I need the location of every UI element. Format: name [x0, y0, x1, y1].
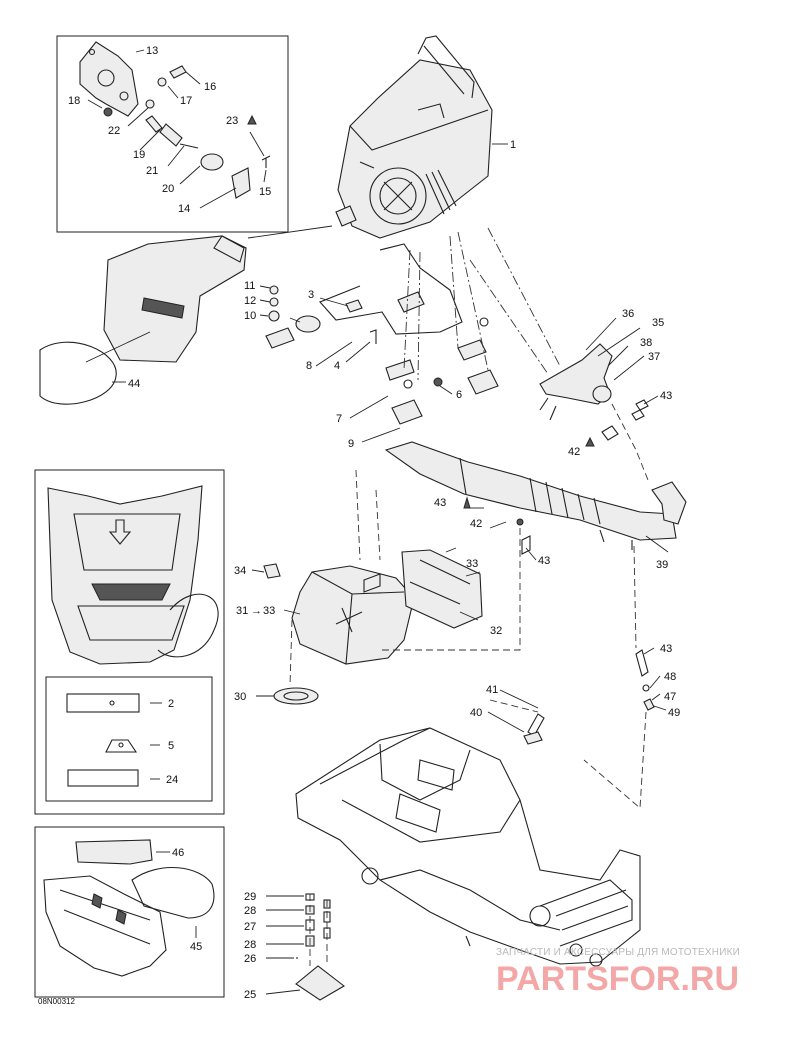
watermark-tagline: ЗАПЧАСТИ И АКСЕССУАРЫ ДЛЯ МОТОТЕХНИКИ	[496, 947, 740, 958]
exhaust-hardware	[470, 507, 667, 809]
callout-44: 44	[128, 378, 140, 390]
callout-25: 25	[244, 989, 256, 1001]
callout-49: 49	[668, 707, 680, 719]
callout-35: 35	[652, 317, 664, 329]
chassis-frame	[295, 727, 641, 967]
callout-8: 8	[306, 360, 312, 372]
callout-47: 47	[664, 691, 676, 703]
diagram-code: 08N00312	[38, 997, 75, 1006]
decal-24	[67, 769, 139, 787]
callout-5: 5	[168, 740, 174, 752]
callout-42-manifold: 42	[568, 446, 580, 458]
callout-33: 33	[466, 558, 478, 570]
callout-31-arrow: →	[251, 605, 262, 617]
callout-28-lower: 28	[244, 939, 256, 951]
exhaust-manifold	[469, 227, 659, 481]
callout-46: 46	[172, 847, 184, 859]
callout-17: 17	[180, 95, 192, 107]
callout-40: 40	[470, 707, 482, 719]
callout-21: 21	[146, 165, 158, 177]
callout-41: 41	[486, 684, 498, 696]
callout-16: 16	[204, 81, 216, 93]
callout-29: 29	[244, 891, 256, 903]
engine-mount-parts	[265, 231, 499, 443]
callout-13: 13	[146, 45, 158, 57]
callout-15: 15	[259, 186, 271, 198]
callout-43-manifold: 43	[660, 390, 672, 402]
callout-42-muffler: 42	[470, 518, 482, 530]
callout-27: 27	[244, 921, 256, 933]
callout-4: 4	[334, 360, 340, 372]
callout-28-upper: 28	[244, 905, 256, 917]
air-silencer	[39, 225, 333, 405]
watermark: ЗАПЧАСТИ И АКСЕССУАРЫ ДЛЯ МОТОТЕХНИКИ PA…	[496, 947, 740, 998]
callout-14: 14	[178, 203, 190, 215]
callout-34: 34	[234, 565, 246, 577]
callout-39: 39	[656, 559, 668, 571]
callout-31-range-end: 33	[263, 605, 275, 617]
decal-5	[105, 739, 138, 753]
callout-18: 18	[68, 95, 80, 107]
mount-bracket-13	[79, 41, 139, 117]
callout-labels: 1 2 3 4 5 6 7 8 9 10 11 12 13 14 15 16 1…	[68, 45, 680, 1001]
inset-mount-hardware	[56, 35, 289, 233]
callout-12: 12	[244, 295, 256, 307]
callout-20: 20	[162, 183, 174, 195]
callout-43-spring: 43	[660, 643, 672, 655]
callout-3: 3	[308, 289, 314, 301]
rear-bracket-hardware	[265, 893, 345, 1001]
callout-38: 38	[640, 337, 652, 349]
watermark-logo: PARTSFOR.RU	[496, 960, 739, 998]
callout-10: 10	[244, 310, 256, 322]
callout-30: 30	[234, 691, 246, 703]
callout-1: 1	[510, 139, 516, 151]
callout-6: 6	[456, 389, 462, 401]
callout-11: 11	[244, 280, 255, 292]
callout-45: 45	[190, 941, 202, 953]
callout-19: 19	[133, 149, 145, 161]
callout-48: 48	[664, 671, 676, 683]
callout-37: 37	[648, 351, 660, 363]
callout-2: 2	[168, 698, 174, 710]
decal-2	[66, 693, 140, 713]
callout-36: 36	[622, 308, 634, 320]
callout-26: 26	[244, 953, 256, 965]
callout-43-muffler: 43	[434, 497, 446, 509]
callout-43-bracket: 43	[538, 555, 550, 567]
engine-assembly	[335, 35, 493, 239]
callout-7: 7	[336, 413, 342, 425]
callout-22: 22	[108, 125, 120, 137]
callout-24: 24	[166, 774, 178, 786]
muffler	[384, 441, 687, 555]
tank-assembly	[251, 469, 521, 705]
callout-9: 9	[348, 438, 354, 450]
callout-32: 32	[490, 625, 502, 637]
inset-belly-pan	[34, 826, 225, 998]
inset-hood-decals	[34, 469, 225, 815]
callout-31: 31	[236, 605, 248, 617]
callout-23: 23	[226, 115, 238, 127]
